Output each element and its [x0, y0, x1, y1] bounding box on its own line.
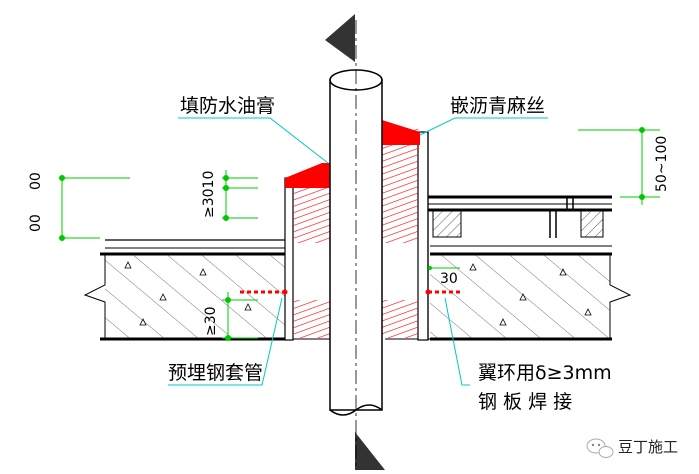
section-marker-bottom: [355, 432, 385, 470]
dim-left-cut-b: 00: [28, 214, 44, 232]
label-fill-grease: 填防水油膏: [180, 94, 275, 117]
label-wing-ring-1: 翼环用δ≥3mm: [478, 362, 612, 384]
dim-gap-range: 50~100: [654, 136, 670, 192]
watermark-text: 豆丁施工: [618, 438, 678, 456]
dimension-lines: [59, 127, 660, 341]
pipe: [329, 20, 383, 470]
dim-sleeve-above: ≥3010: [201, 171, 217, 218]
leader-lines: [168, 117, 548, 386]
sealant-fill: [285, 120, 420, 338]
label-asphalt-hemp: 嵌沥青麻丝: [450, 95, 545, 117]
raised-floor: [428, 195, 612, 238]
section-marker-top: [325, 14, 355, 62]
steel-sleeve: [284, 131, 429, 341]
dim-sleeve-left-30: ≥30: [203, 306, 219, 336]
label-wing-ring-2: 钢 板 焊 接: [478, 391, 572, 413]
floor-slab: [83, 239, 632, 341]
watermark: 豆丁施工: [586, 438, 678, 458]
wing-ring: [240, 266, 460, 295]
dim-left-cut-a: 00: [28, 172, 44, 190]
label-embedded-sleeve: 预埋钢套管: [168, 362, 263, 384]
dim-weld-30: 30: [440, 271, 458, 287]
wechat-icon: [586, 438, 614, 458]
